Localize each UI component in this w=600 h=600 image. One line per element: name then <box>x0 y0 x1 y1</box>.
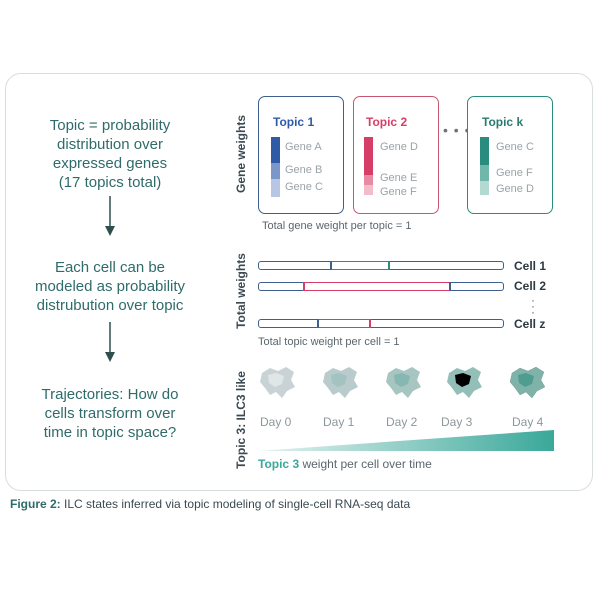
segment-divider <box>317 318 319 328</box>
step-trajectories: Trajectories: How do cells transform ove… <box>41 386 179 441</box>
topic-box-k: Topic k Gene C Gene F Gene D <box>467 96 553 214</box>
segment-divider <box>303 281 305 291</box>
gene-weight-bar <box>480 137 489 165</box>
gene-label: Gene F <box>380 186 417 198</box>
cell-topic-bar <box>258 318 504 328</box>
time-caption-topic: Topic 3 <box>258 457 300 471</box>
day-label: Day 2 <box>386 415 418 429</box>
day-label: Day 3 <box>441 415 473 429</box>
gene-weight-bar <box>364 137 373 175</box>
cell-ellipsis: ··· <box>531 293 535 319</box>
cell-topic-bar <box>258 281 504 291</box>
topic2-segment <box>318 318 370 328</box>
gene-label: Gene E <box>380 172 418 184</box>
gene-label: Gene C <box>496 141 534 153</box>
cell-label: Cell z <box>514 317 546 331</box>
step-topic-definition: Topic = probability distribution over ex… <box>49 117 171 191</box>
down-arrow-icon <box>105 196 115 236</box>
gene-weight-bar <box>271 137 280 163</box>
gene-label: Gene C <box>285 181 323 193</box>
gene-weight-caption: Total gene weight per topic = 1 <box>262 220 412 232</box>
cell-label: Cell 1 <box>514 259 547 273</box>
cell-topic-bar <box>258 260 504 270</box>
segment-divider <box>369 318 371 328</box>
topic-title: Topic k <box>482 115 524 129</box>
topic-box-1: Topic 1 Gene A Gene B Gene C <box>258 96 344 214</box>
day-label: Day 4 <box>512 415 544 429</box>
topic3-weight-ramp <box>258 430 554 451</box>
total-weights-label: Total weights <box>234 253 248 329</box>
topic3-label: Topic 3: ILC3 like <box>234 371 248 469</box>
gene-weights-label: Gene weights <box>234 114 248 194</box>
topic-title: Topic 2 <box>366 115 408 129</box>
gene-weight-bar <box>364 175 373 185</box>
cell-label: Cell 2 <box>514 279 547 293</box>
topic2-segment <box>304 281 450 291</box>
segment-divider <box>388 260 390 270</box>
gene-weight-bar <box>271 179 280 197</box>
cell-weight-caption: Total topic weight per cell = 1 <box>258 336 400 348</box>
topic-ellipsis: • • • <box>443 122 471 138</box>
umap-day0-image <box>260 367 295 398</box>
step-cell-model: Each cell can be modeled as probability … <box>34 259 186 314</box>
umap-day2-image <box>386 367 421 398</box>
gene-weight-bar <box>271 163 280 179</box>
topic-title: Topic 1 <box>273 115 315 129</box>
day-label: Day 0 <box>260 415 292 429</box>
gene-weight-bar <box>480 165 489 181</box>
time-caption-rest: weight per cell over time <box>299 457 432 471</box>
figure-caption-text: ILC states inferred via topic modeling o… <box>60 497 411 511</box>
gene-label: Gene D <box>380 141 418 153</box>
gene-label: Gene B <box>285 164 323 176</box>
segment-divider <box>330 260 332 270</box>
gene-weight-bar <box>364 185 373 195</box>
figure-caption-label: Figure 2: <box>10 497 61 511</box>
umap-day4-image <box>510 367 545 398</box>
segment-divider <box>449 281 451 291</box>
down-arrow-icon <box>105 322 115 362</box>
figure-caption: Figure 2: ILC states inferred via topic … <box>10 497 410 511</box>
gene-label: Gene A <box>285 141 322 153</box>
topic-box-2: Topic 2 Gene D Gene E Gene F <box>353 96 439 214</box>
umap-day1-image <box>323 367 358 398</box>
umap-day3-image <box>447 367 482 398</box>
time-caption: Topic 3 weight per cell over time <box>258 457 432 471</box>
gene-label: Gene F <box>496 167 533 179</box>
gene-weight-bar <box>480 181 489 195</box>
topic2-segment <box>331 260 389 270</box>
gene-label: Gene D <box>496 183 534 195</box>
day-label: Day 1 <box>323 415 355 429</box>
